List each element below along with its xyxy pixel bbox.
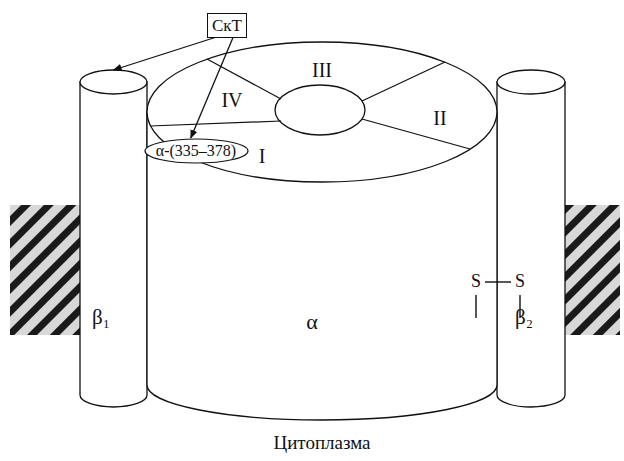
beta2-top bbox=[497, 70, 565, 94]
node-label: α bbox=[306, 310, 318, 334]
bond-tick bbox=[475, 295, 476, 318]
membrane-hatch bbox=[565, 205, 620, 335]
central-channel bbox=[275, 85, 365, 135]
alpha-subunit: α α-(335–378) bbox=[147, 42, 497, 420]
beta1-subunit: β₁ bbox=[80, 70, 147, 400]
sector-number: II bbox=[433, 107, 446, 129]
node-text: α-(335–378) bbox=[144, 142, 249, 160]
sector-line bbox=[150, 121, 281, 126]
membrane-hatch bbox=[10, 205, 80, 335]
node-label: β₂ bbox=[515, 306, 533, 329]
pointer-arrow bbox=[191, 38, 233, 139]
beta2-cylinder bbox=[497, 82, 565, 407]
callout-box: СкТ bbox=[207, 13, 247, 38]
node-label: β₁ bbox=[92, 306, 110, 329]
sector-number: IV bbox=[221, 89, 242, 111]
sector-number: I bbox=[259, 145, 266, 167]
beta1-cylinder bbox=[80, 82, 147, 407]
disulfide-dash bbox=[485, 281, 511, 282]
compartment-label: Цитоплазма bbox=[273, 433, 370, 454]
sector-line bbox=[207, 59, 281, 99]
beta2-subunit: β₂ bbox=[497, 70, 565, 400]
pointer-arrow bbox=[114, 38, 216, 71]
sector-number: III bbox=[312, 59, 332, 81]
sulfur-label: S bbox=[515, 272, 525, 292]
node-text: СкТ bbox=[208, 17, 246, 36]
beta1-top bbox=[80, 70, 147, 94]
sulfur-label: S bbox=[471, 272, 481, 292]
region-ellipse: α-(335–378) bbox=[144, 138, 249, 164]
sector-line bbox=[362, 62, 445, 101]
sector-line bbox=[362, 119, 470, 149]
